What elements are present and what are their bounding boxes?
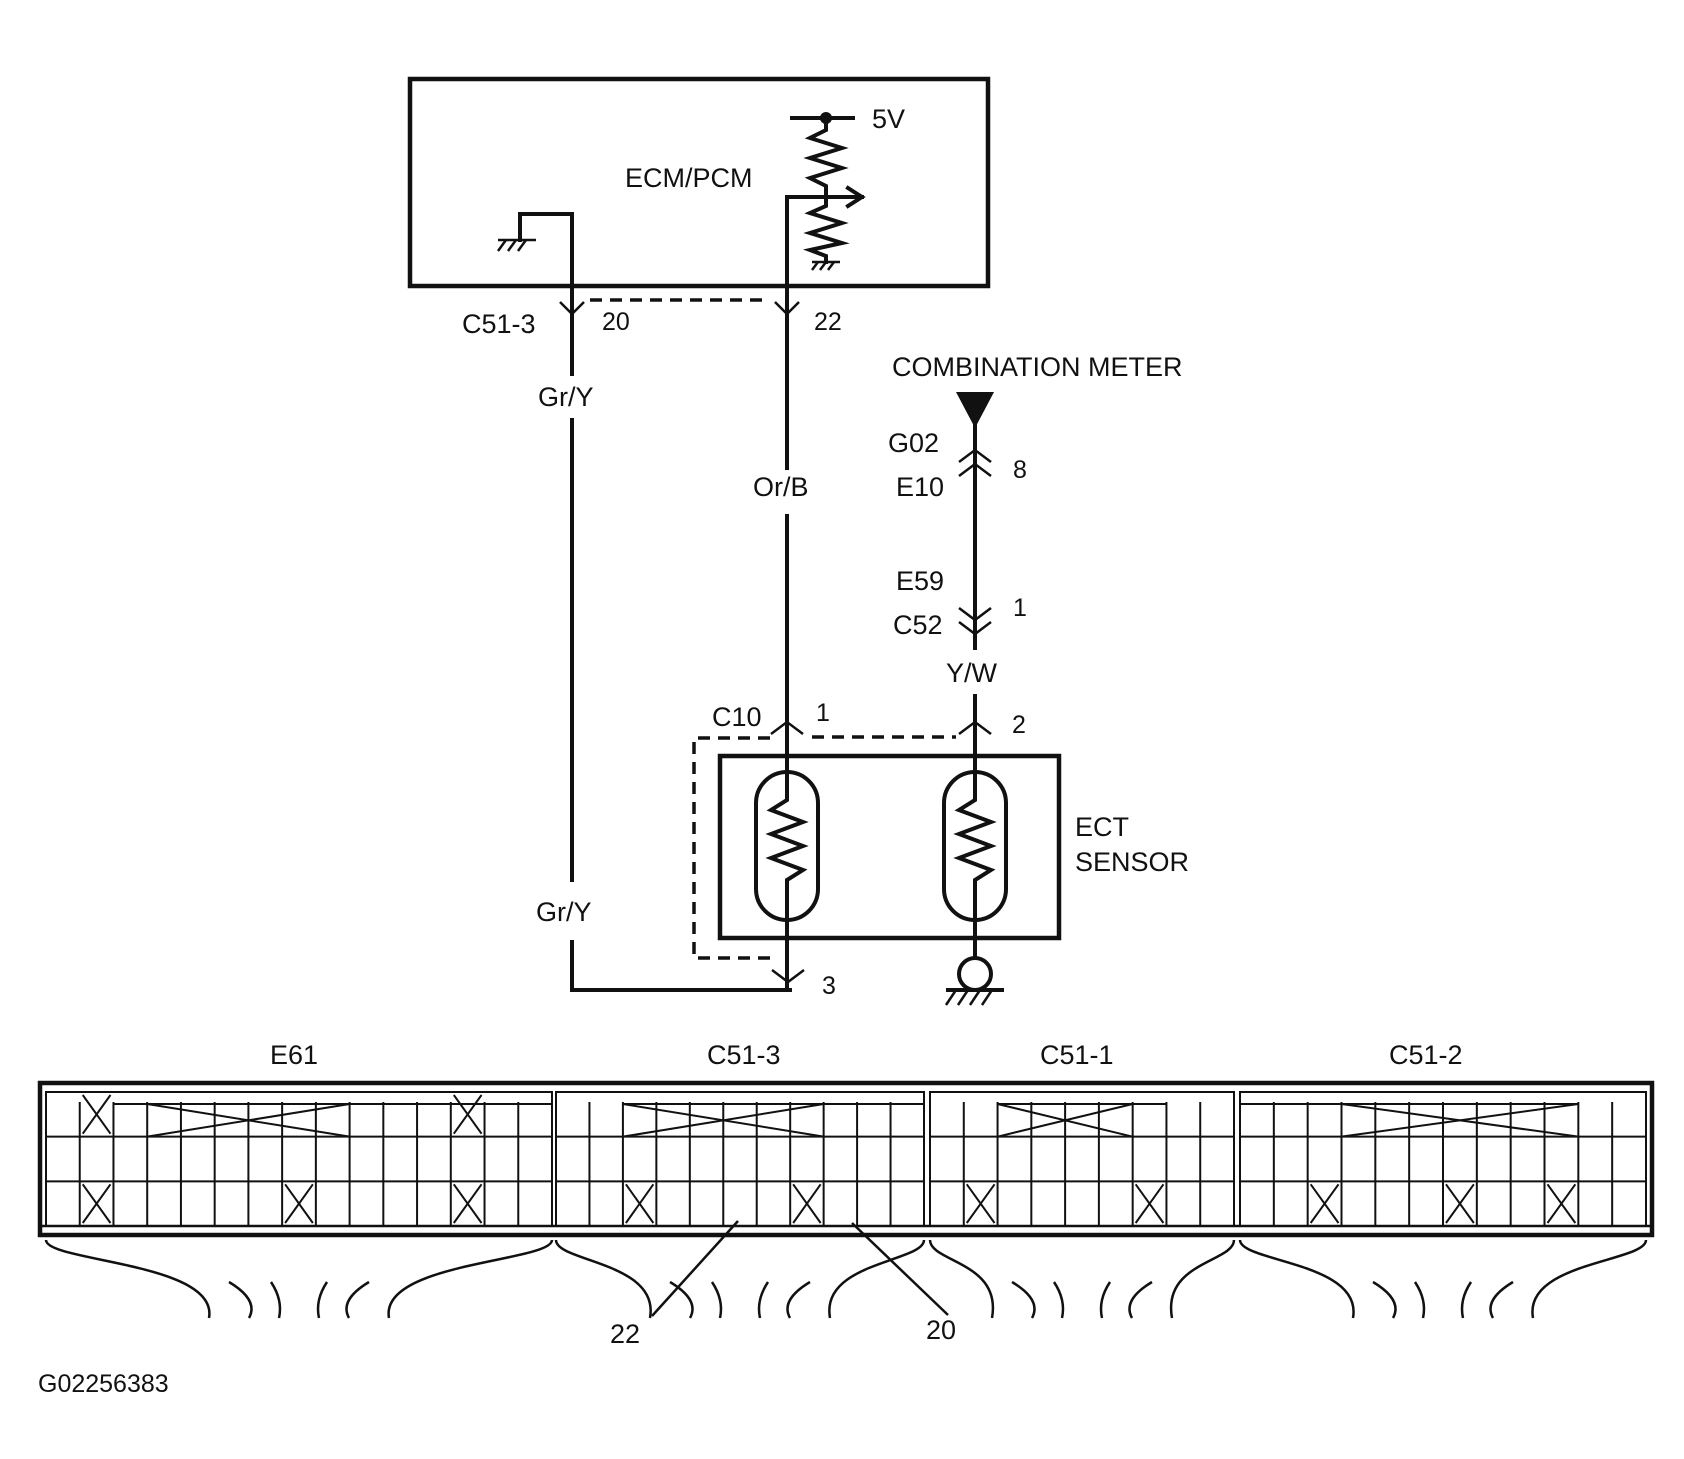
figure-id: G02256383 bbox=[38, 1370, 169, 1398]
c51-3-top-label: C51-3 bbox=[462, 309, 536, 339]
g02-e10-chevron-upper bbox=[958, 448, 992, 463]
c10-pin-2-chevron bbox=[958, 720, 992, 735]
c10-pin-3-label: 3 bbox=[822, 972, 836, 1000]
c51-3-label: C51-3 bbox=[707, 1040, 781, 1070]
signal-wire-internal bbox=[785, 195, 828, 288]
lower-resistor bbox=[802, 195, 850, 264]
supply-5v-label: 5V bbox=[872, 104, 905, 134]
brace-e61 bbox=[44, 1239, 554, 1319]
ect-label: ECT bbox=[1075, 812, 1129, 842]
gr-y-lower-label: Gr/Y bbox=[536, 897, 592, 927]
g02-e10-pin-8-label: 8 bbox=[1013, 456, 1027, 484]
ecm-pcm-module: ECM/PCM 5V bbox=[407, 76, 991, 289]
combination-meter-label: COMBINATION METER bbox=[892, 352, 1183, 382]
connector-face-view: E61 C51-3 C51-1 C51-2 22 20 bbox=[37, 1040, 1655, 1349]
e10-label: E10 bbox=[896, 472, 944, 502]
brace-c51-1 bbox=[928, 1239, 1236, 1319]
ect-thermistor-1-zigzag bbox=[765, 770, 809, 922]
ect-thermistor-2-zigzag bbox=[953, 770, 997, 922]
connector-c51-1-pins bbox=[929, 1091, 1235, 1227]
callout-20-leader bbox=[851, 1222, 949, 1316]
callout-20-label: 20 bbox=[926, 1315, 956, 1345]
c10-pin-2-label: 2 bbox=[1012, 711, 1026, 739]
c51-3-ecm-connector: C51-3 20 22 bbox=[462, 298, 842, 339]
c51-2-label: C51-2 bbox=[1389, 1040, 1463, 1070]
e59-c52-chevron-lower bbox=[958, 621, 992, 636]
c51-3-pin-20-label: 20 bbox=[602, 308, 630, 336]
sense-arrow-head bbox=[845, 185, 866, 209]
g02-label: G02 bbox=[888, 428, 939, 458]
brace-c51-2 bbox=[1238, 1239, 1648, 1319]
brace-c51-3 bbox=[554, 1239, 926, 1319]
callout-22-label: 22 bbox=[610, 1319, 640, 1349]
ect-sensor: ECT SENSOR bbox=[717, 753, 1189, 1006]
c51-1-label: C51-1 bbox=[1040, 1040, 1114, 1070]
or-b-wire: Or/B bbox=[753, 284, 809, 792]
ecm-pcm-box bbox=[407, 76, 991, 289]
connector-braces bbox=[44, 1239, 1648, 1319]
e59-c52-chevron-upper bbox=[958, 607, 992, 622]
combination-meter-arrow-icon bbox=[956, 392, 994, 428]
ecm-pcm-label: ECM/PCM bbox=[625, 163, 753, 193]
g02-e10-chevron-lower bbox=[958, 462, 992, 477]
gr-y-wire: Gr/Y Gr/Y bbox=[536, 284, 792, 992]
connector-c51-3-pins bbox=[555, 1091, 925, 1227]
sensor-label: SENSOR bbox=[1075, 847, 1189, 877]
c10-connector: C10 1 2 3 bbox=[692, 699, 1026, 1000]
e61-label: E61 bbox=[270, 1040, 318, 1070]
sensor-ground-terminal-icon bbox=[957, 956, 993, 992]
callout-22-leader bbox=[651, 1220, 739, 1317]
combination-meter-branch: COMBINATION METER G02 E10 8 E59 C52 1 Y/… bbox=[888, 352, 1183, 792]
c52-label: C52 bbox=[893, 610, 943, 640]
ground-wire-internal bbox=[518, 212, 574, 288]
c51-3-pin-22-label: 22 bbox=[814, 308, 842, 336]
connector-e61-pins bbox=[45, 1091, 553, 1227]
c10-pin-1-label: 1 bbox=[816, 699, 830, 727]
connector-c51-2-pins bbox=[1239, 1091, 1647, 1227]
y-w-label: Y/W bbox=[946, 658, 998, 688]
c10-shield-dash-left bbox=[692, 736, 776, 960]
connector-e61-outline bbox=[45, 1091, 553, 1227]
ect-sensor-box bbox=[717, 753, 1062, 941]
pullup-resistor bbox=[803, 116, 849, 199]
e59-c52-pin-1-label: 1 bbox=[1013, 594, 1027, 622]
e59-label: E59 bbox=[896, 566, 944, 596]
c10-label: C10 bbox=[712, 702, 762, 732]
connector-c51-1-outline bbox=[929, 1091, 1235, 1227]
connector-housing bbox=[37, 1080, 1655, 1238]
connector-c51-3-outline bbox=[555, 1091, 925, 1227]
connector-pin-grids bbox=[45, 1091, 1647, 1227]
c10-pin-1-chevron bbox=[770, 720, 804, 735]
gr-y-upper-label: Gr/Y bbox=[538, 382, 594, 412]
or-b-label: Or/B bbox=[753, 472, 809, 502]
